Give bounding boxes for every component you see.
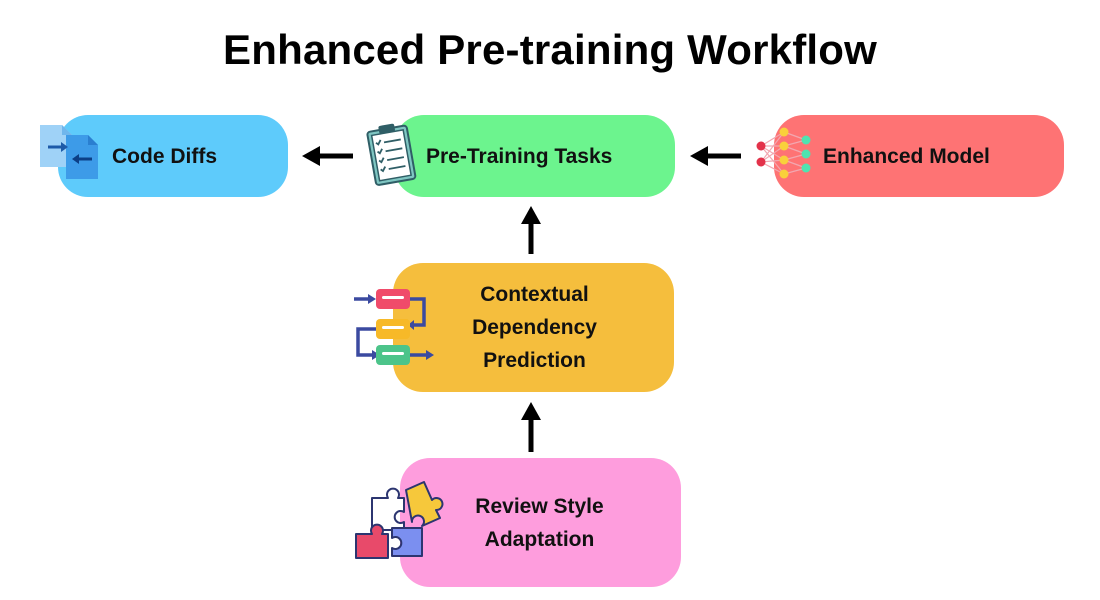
node-pretraining-tasks-label: Pre-Training Tasks	[426, 144, 613, 168]
node-review-style: Review Style Adaptation	[400, 458, 681, 587]
diagram-title: Enhanced Pre-training Workflow	[223, 26, 877, 73]
puzzle-pieces-icon	[355, 481, 444, 559]
node-contextual-dependency: Contextual Dependency Prediction	[393, 263, 674, 392]
clipboard-checklist-icon	[366, 123, 417, 186]
node-contextual-dependency-label: Contextual Dependency Prediction	[472, 283, 597, 372]
node-pretraining-tasks: Pre-Training Tasks	[394, 115, 675, 197]
arrow-style-to-ctx	[521, 402, 541, 452]
node-enhanced-model: Enhanced Model	[774, 115, 1064, 197]
node-enhanced-model-label: Enhanced Model	[823, 144, 990, 168]
arrow-model-to-tasks	[690, 146, 741, 166]
neural-network-icon	[756, 127, 811, 179]
file-compare-icon	[40, 125, 98, 179]
node-review-style-label: Review Style Adaptation	[475, 494, 604, 551]
workflow-steps-icon	[354, 289, 434, 365]
arrow-tasks-to-diffs	[302, 146, 353, 166]
arrow-ctx-to-tasks	[521, 206, 541, 254]
node-code-diffs-label: Code Diffs	[112, 144, 217, 168]
